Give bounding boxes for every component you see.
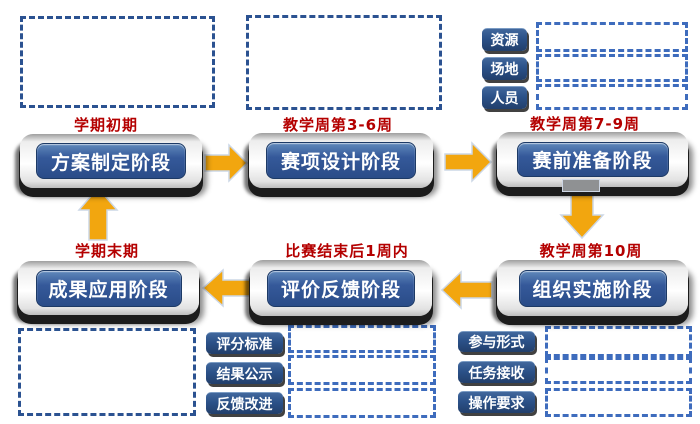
tag-feedback-improve-label: 反馈改进	[216, 396, 273, 413]
stage-prepare: 赛前准备阶段	[497, 132, 688, 187]
tag-resource: 资源	[482, 28, 527, 51]
tag-venue-label: 场地	[490, 62, 519, 78]
arrow-right-design-to-prepare-icon	[444, 141, 493, 183]
arrow-left-implement-to-feedback-icon	[440, 270, 493, 310]
placeholder-box-participation	[545, 326, 692, 357]
stage-design: 赛项设计阶段	[249, 133, 433, 188]
tag-resource-label: 资源	[490, 33, 519, 49]
placeholder-box-personnel	[536, 84, 688, 110]
connector-stub	[562, 179, 600, 192]
time-label-stage4: 教学周第10周	[539, 242, 643, 260]
placeholder-box-publicity	[288, 355, 436, 385]
time-label-stage3: 教学周第7-9周	[529, 115, 641, 133]
tag-task-receive-label: 任务接收	[468, 365, 525, 382]
stage-prepare-label: 赛前准备阶段	[516, 142, 669, 177]
tag-personnel-label: 人员	[490, 91, 519, 107]
stage-apply: 成果应用阶段	[18, 261, 199, 315]
stage-apply-label: 成果应用阶段	[35, 269, 182, 307]
tag-scoring-standard: 评分标准	[206, 332, 283, 354]
placeholder-box-scoring	[288, 325, 436, 353]
stage-feedback-label: 评价反馈阶段	[267, 269, 415, 307]
tag-result-publicity: 结果公示	[206, 362, 283, 384]
tag-feedback-improve: 反馈改进	[206, 392, 283, 414]
tag-participation-form-label: 参与形式	[468, 335, 525, 351]
stage-feedback: 评价反馈阶段	[250, 260, 432, 316]
tag-operation-require-label: 操作要求	[468, 395, 525, 412]
tag-scoring-standard-label: 评分标准	[216, 336, 273, 353]
placeholder-box-improve	[288, 388, 436, 418]
tag-venue: 场地	[482, 57, 527, 80]
time-label-stage6: 学期末期	[74, 242, 140, 260]
stage-implement: 组织实施阶段	[497, 260, 688, 316]
tag-result-publicity-label: 结果公示	[216, 366, 273, 383]
tag-task-receive: 任务接收	[458, 361, 535, 383]
stage-design-label: 赛项设计阶段	[266, 142, 416, 179]
stage-plan-label: 方案制定阶段	[36, 143, 186, 179]
placeholder-box-top-middle	[246, 15, 442, 110]
placeholder-box-bottom-left	[18, 328, 196, 416]
placeholder-box-resource	[536, 22, 688, 52]
time-label-stage1: 学期初期	[73, 116, 139, 134]
arrow-right-plan-to-design-icon	[204, 143, 249, 183]
stage-plan: 方案制定阶段	[20, 134, 202, 188]
stage-implement-label: 组织实施阶段	[518, 269, 667, 307]
placeholder-box-venue	[536, 54, 688, 82]
placeholder-box-operation	[545, 388, 692, 417]
tag-personnel: 人员	[482, 86, 527, 109]
placeholder-box-task	[545, 357, 692, 384]
time-label-stage5: 比赛结束后1周内	[285, 242, 409, 260]
placeholder-box-top-left	[20, 16, 215, 108]
time-label-stage2: 教学周第3-6周	[282, 116, 394, 134]
arrow-down-prepare-to-implement-icon	[559, 189, 605, 240]
tag-operation-require: 操作要求	[458, 391, 535, 413]
tag-participation-form: 参与形式	[458, 331, 535, 352]
arrow-up-apply-to-plan-icon	[77, 186, 119, 241]
